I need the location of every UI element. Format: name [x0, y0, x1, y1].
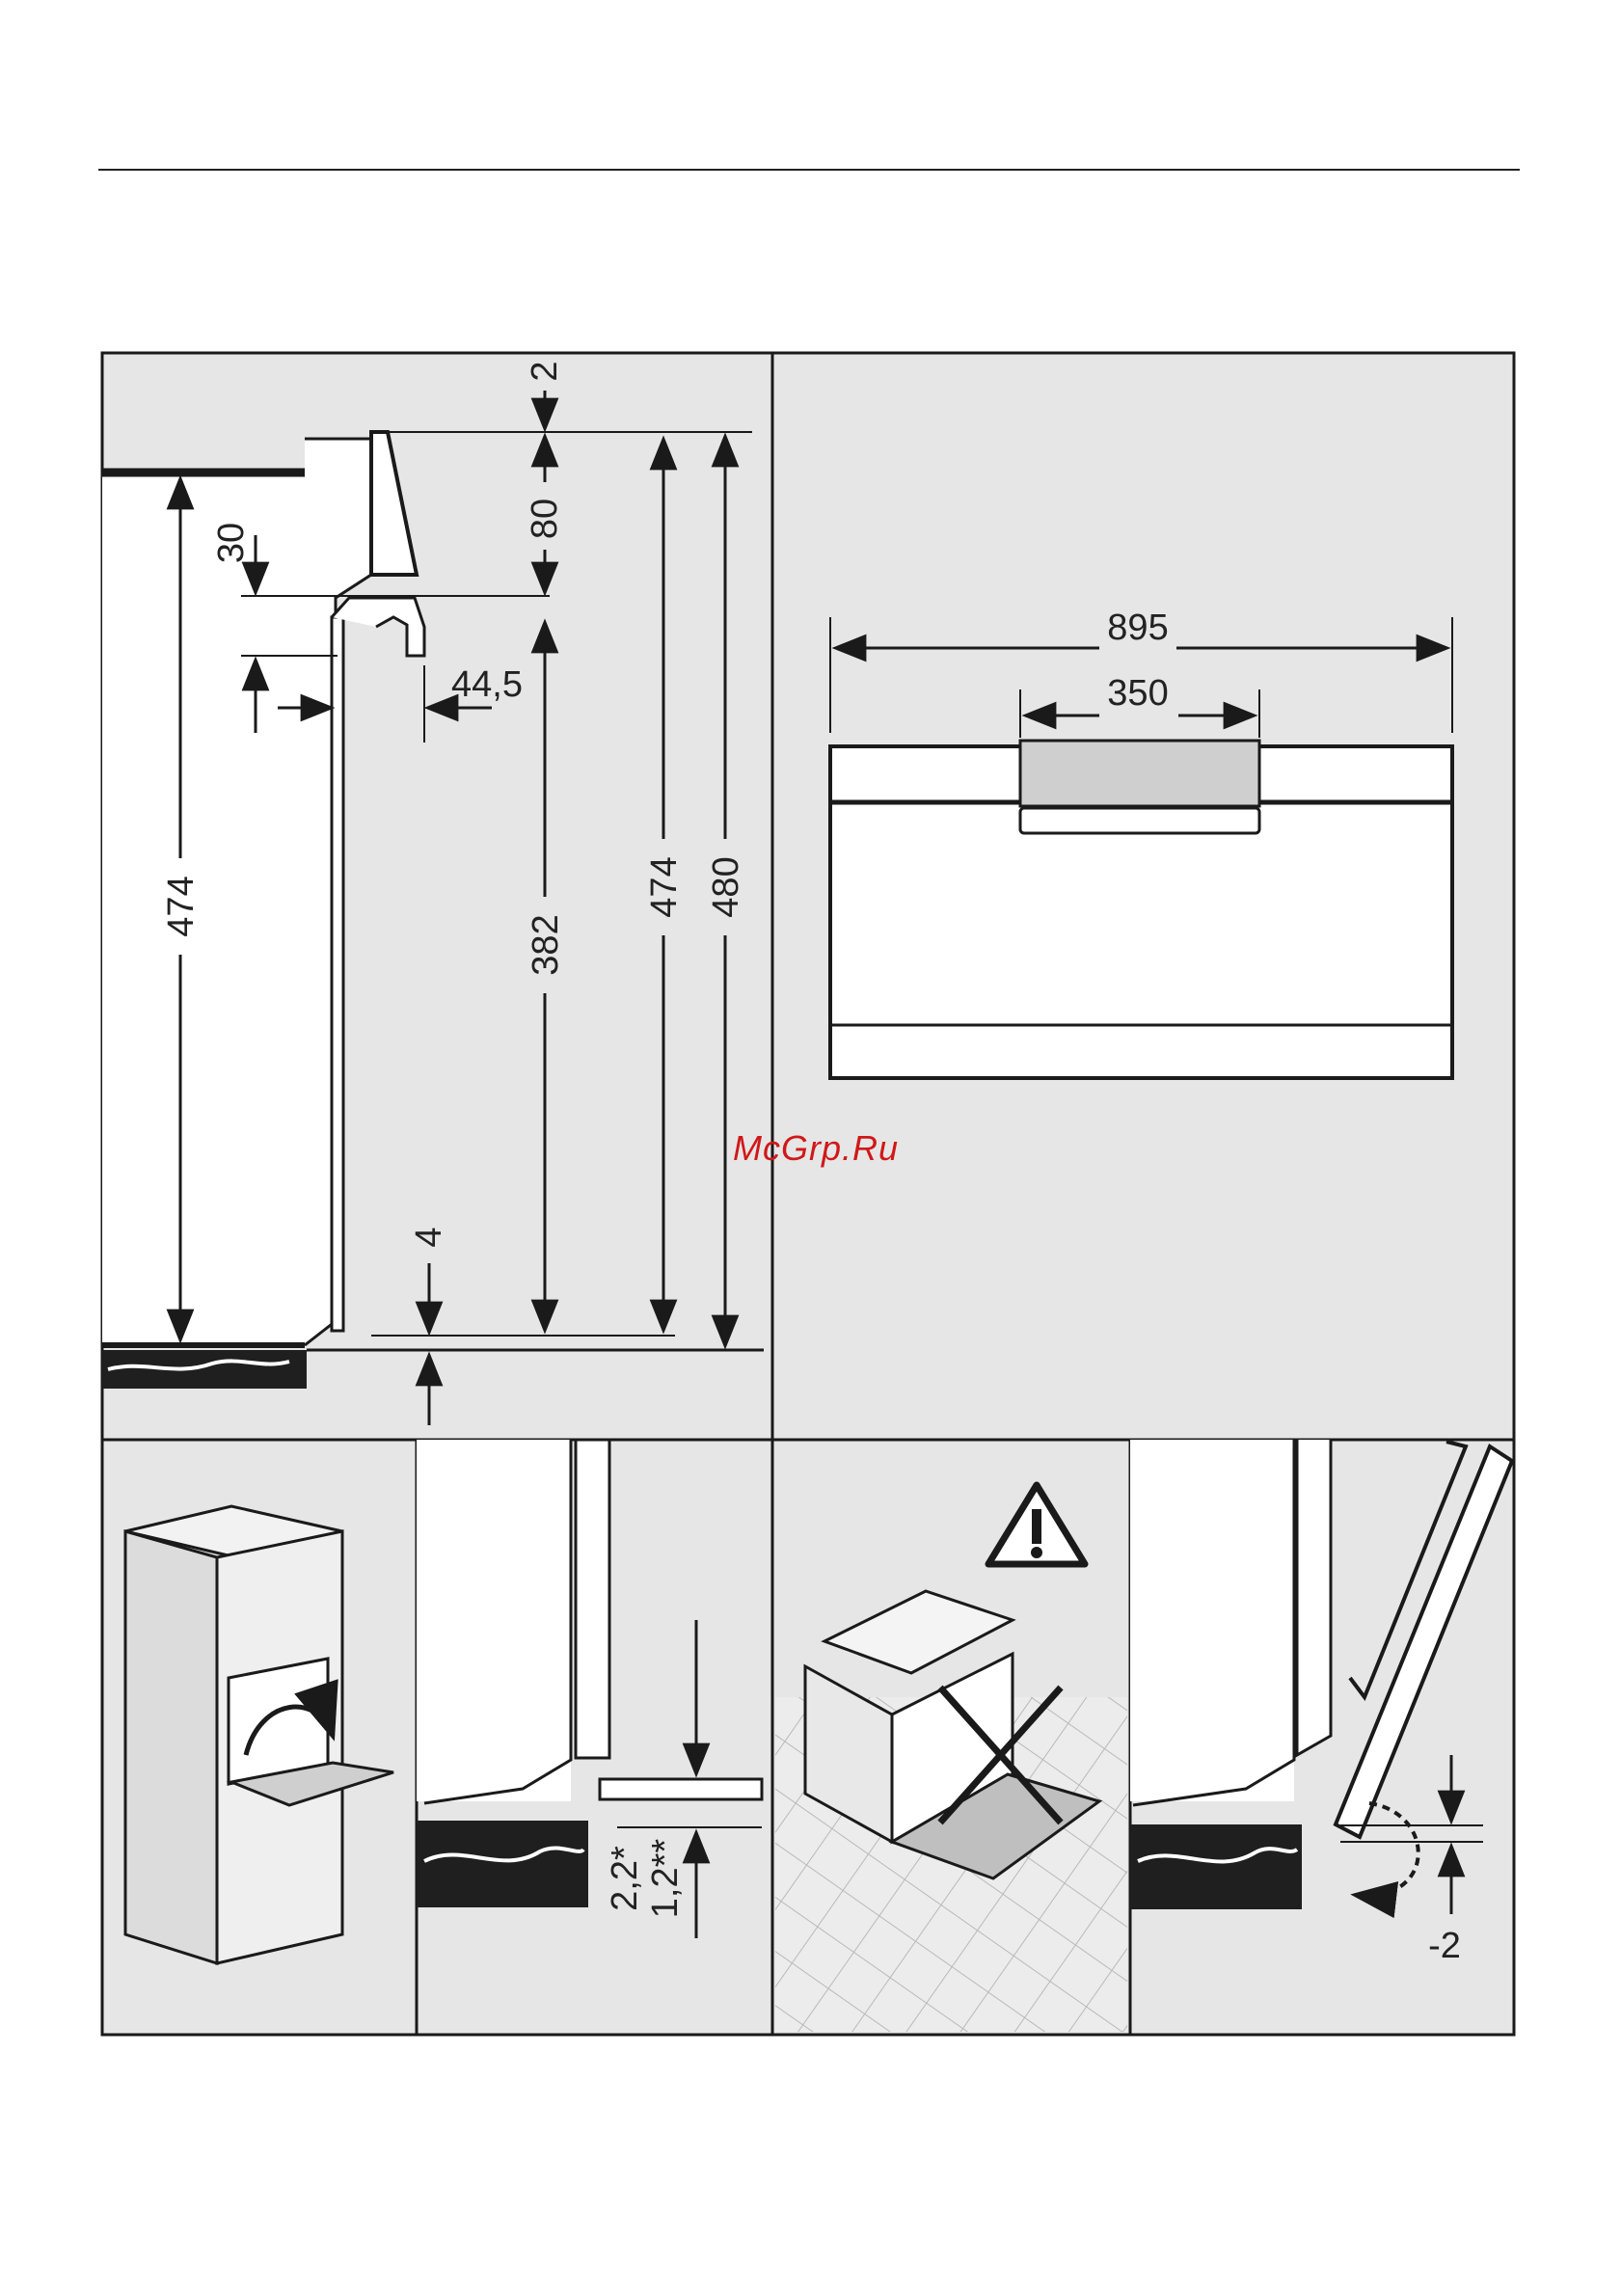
- detail-base: [600, 1779, 762, 1799]
- dim-overall: 480: [706, 856, 746, 917]
- cabinet-body: [102, 473, 305, 1345]
- control-panel: [1020, 741, 1259, 806]
- warning-icon-dot: [1031, 1547, 1042, 1558]
- dim-front: 382: [526, 914, 566, 975]
- dim-offset: 44,5: [451, 664, 523, 705]
- dim-overall-width: 895: [1107, 608, 1168, 648]
- warning-icon-bar: [1032, 1509, 1041, 1544]
- dim-niche-right: 474: [644, 856, 685, 917]
- cabinet-side-left: [125, 1531, 217, 1963]
- watermark: McGrp.Ru: [733, 1128, 899, 1168]
- floor-wood: [102, 1350, 307, 1389]
- detail-floor-wood: [417, 1821, 588, 1907]
- dim-top-gap: 2: [525, 361, 565, 381]
- dim-gap-2: 1,2**: [645, 1839, 686, 1919]
- dim-door-offset: -2: [1428, 1926, 1461, 1966]
- door-detail-wall: [1130, 1440, 1294, 1801]
- dim-panel-width: 350: [1107, 673, 1168, 714]
- detail-door: [576, 1440, 609, 1758]
- dim-trim-height: 80: [525, 499, 565, 539]
- dim-bottom-gap: 4: [409, 1227, 449, 1247]
- door-detail-front: [1297, 1440, 1331, 1755]
- detail-cabinet-wall: [417, 1440, 571, 1801]
- door-handle: [1020, 808, 1259, 833]
- dim-recess: 30: [211, 523, 252, 563]
- dim-niche-left: 474: [161, 876, 202, 936]
- front-door-strip: [332, 617, 343, 1331]
- door-detail-floor: [1130, 1824, 1302, 1909]
- dim-gap-1: 2,2*: [605, 1846, 645, 1911]
